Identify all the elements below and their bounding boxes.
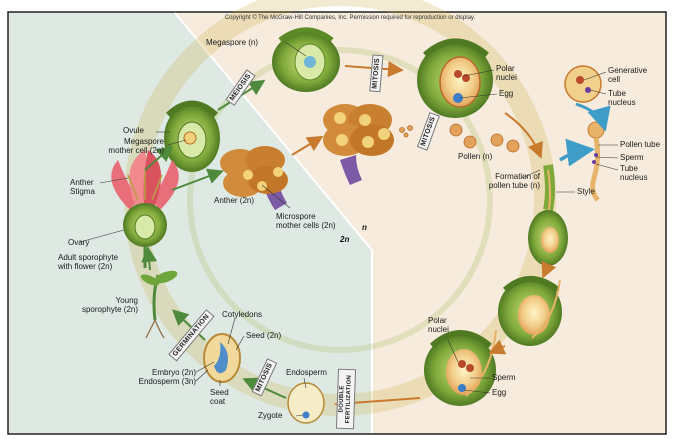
zygote-endosperm xyxy=(288,383,324,423)
label-tube-nucleus-right: Tube nucleus xyxy=(620,164,648,182)
label-microspore-mother-cells: Microspore mother cells (2n) xyxy=(276,212,336,230)
label-ovary: Ovary xyxy=(68,238,89,247)
label-zygote: Zygote xyxy=(258,411,282,420)
label-anther-stigma: Anther Stigma xyxy=(70,178,95,196)
label-polar-nuclei-top: Polar nuclei xyxy=(496,64,517,82)
label-polar-nuclei-bottom: Polar nuclei xyxy=(428,316,449,334)
label-tube-nucleus-top: Tube nucleus xyxy=(608,89,636,107)
label-adult-sporophyte: Adult sporophyte with flower (2n) xyxy=(58,253,118,271)
label-ovule: Ovule xyxy=(123,126,144,135)
ovule-fertilization-2 xyxy=(424,330,496,406)
label-pollen-tube: Pollen tube xyxy=(620,140,660,149)
stage-double-fertilization: DOUBLE FERTILIZATION xyxy=(336,369,356,430)
seed xyxy=(204,334,240,382)
ovule-fertilization-1 xyxy=(498,278,562,346)
label-seed-coat: Seed coat xyxy=(210,388,229,406)
label-young-sporophyte: Young sporophyte (2n) xyxy=(60,296,138,314)
label-megaspore-mother-cell: Megaspore mother cell (2n) xyxy=(78,137,164,155)
label-anther: Anther (2n) xyxy=(214,196,254,205)
embryo-sac-ovule-top xyxy=(417,42,493,119)
label-seed: Seed (2n) xyxy=(246,331,281,340)
label-embryo: Embryo (2n) xyxy=(110,368,196,377)
label-megaspore: Megaspore (n) xyxy=(206,38,258,47)
label-sperm-right: Sperm xyxy=(620,153,644,162)
label-pollen: Pollen (n) xyxy=(458,152,492,161)
label-generative-cell: Generative cell xyxy=(608,66,647,84)
label-sperm-bottom: Sperm xyxy=(492,373,516,382)
pollen-grain-detail xyxy=(565,66,601,102)
copyright-notice: Copyright © The McGraw-Hill Companies, I… xyxy=(180,14,520,23)
ploidy-label-haploid: n xyxy=(362,223,367,232)
label-formation-pollen-tube: Formation of pollen tube (n) xyxy=(462,172,540,190)
label-egg-bottom: Egg xyxy=(492,388,506,397)
ploidy-label-diploid: 2n xyxy=(340,235,349,244)
megaspore-ovule xyxy=(272,30,340,92)
label-endosperm: Endosperm xyxy=(286,368,327,377)
label-style: Style xyxy=(577,187,595,196)
label-egg-top: Egg xyxy=(499,89,513,98)
label-endosperm-seed: Endosperm (3n) xyxy=(110,377,196,386)
label-cotyledons: Cotyledons xyxy=(222,310,262,319)
